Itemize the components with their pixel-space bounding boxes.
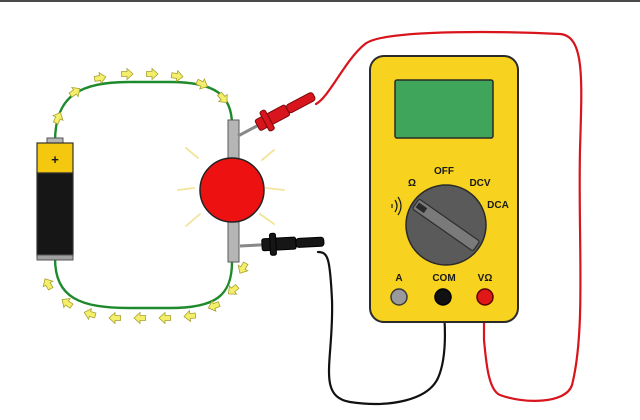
- flow-arrow: [121, 68, 134, 80]
- black-probe-body: [261, 236, 297, 252]
- dial-label-off: OFF: [434, 166, 454, 177]
- multimeter: OFF Ω DCV DCA A COM VΩ: [369, 55, 519, 323]
- battery-body-top: [36, 142, 74, 174]
- dial-pointer-bar: [412, 199, 480, 251]
- light-ray: [265, 187, 285, 191]
- jack-volt-ohm[interactable]: [476, 288, 494, 306]
- flow-arrow: [50, 109, 66, 126]
- dial-label-dca: DCA: [487, 200, 509, 211]
- light-ray: [185, 147, 199, 159]
- top-border: [0, 0, 640, 2]
- flow-arrow: [158, 312, 171, 324]
- light-ray: [259, 213, 275, 225]
- dial-pointer-marker: [415, 202, 428, 214]
- flow-arrow: [82, 306, 98, 322]
- continuity-wave: [397, 196, 402, 216]
- battery-base: [36, 254, 74, 261]
- jack-label-common: COM: [432, 273, 455, 284]
- black-probe-wire: [316, 250, 446, 405]
- flow-arrow: [234, 260, 251, 277]
- light-ray: [177, 187, 195, 191]
- red-probe-wire: [314, 30, 583, 402]
- flow-arrow: [170, 69, 185, 83]
- light-ray: [261, 149, 275, 161]
- flow-arrow: [194, 76, 211, 92]
- light-ray: [185, 213, 201, 227]
- flow-arrow: [108, 312, 121, 324]
- circuit-wire-bottom: [53, 256, 234, 310]
- black-probe-tip: [239, 243, 265, 248]
- flow-arrow: [133, 312, 146, 324]
- rotary-selector-dial[interactable]: [405, 184, 487, 266]
- red-probe[interactable]: [233, 86, 319, 146]
- bulb-rays: [177, 147, 285, 227]
- bulb: [199, 157, 265, 223]
- battery: +: [36, 137, 74, 261]
- multimeter-display: [394, 79, 494, 139]
- continuity-sound-icon: [391, 196, 402, 216]
- black-probe-guard: [268, 232, 277, 256]
- red-probe-guard: [259, 109, 275, 132]
- flow-arrow: [146, 68, 159, 80]
- dial-label-ohm: Ω: [408, 178, 416, 189]
- jack-common[interactable]: [434, 288, 452, 306]
- circuit-wire-top: [53, 80, 234, 144]
- battery-plus-symbol: +: [51, 152, 59, 167]
- flow-arrow: [39, 275, 56, 292]
- flow-arrow: [183, 309, 197, 323]
- bulb-lead-top: [227, 119, 240, 161]
- dial-label-dcv: DCV: [469, 178, 490, 189]
- jack-label-volt-ohm: VΩ: [478, 273, 493, 284]
- jack-amps[interactable]: [390, 288, 408, 306]
- bulb-lead-bottom: [227, 221, 240, 263]
- jack-label-amps: A: [395, 273, 402, 284]
- black-probe[interactable]: [239, 231, 325, 257]
- red-probe-handle: [285, 92, 316, 114]
- battery-body-bottom: [36, 172, 74, 257]
- continuity-wave: [394, 199, 398, 213]
- black-probe-handle: [295, 236, 325, 248]
- red-probe-tip: [237, 123, 260, 138]
